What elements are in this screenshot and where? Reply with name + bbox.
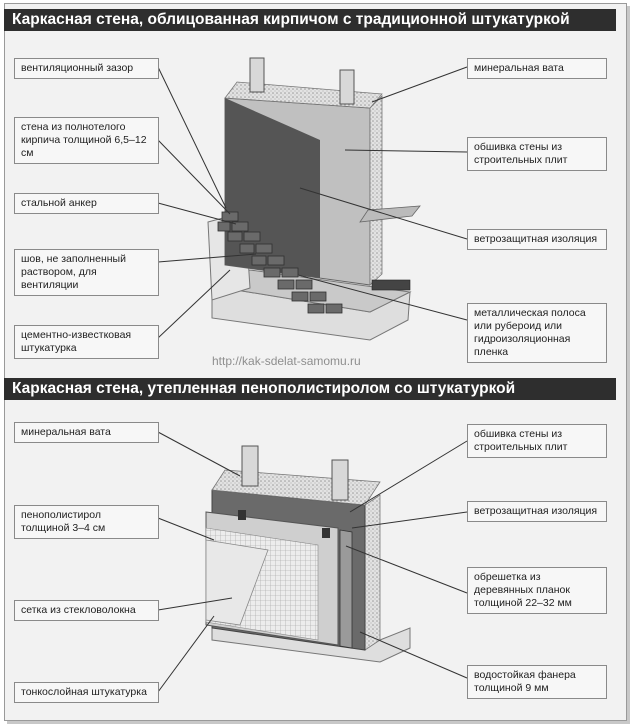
section1-title: Каркасная стена, облицованная кирпичом с… <box>4 9 616 31</box>
label-steel-anchor: стальной анкер <box>14 193 159 214</box>
leader-lines <box>157 66 468 693</box>
section2-title: Каркасная стена, утепленная пенополистир… <box>4 378 616 400</box>
stud-right <box>339 69 355 105</box>
edge-insulation <box>364 494 381 651</box>
label2-thin-plaster: тонкослойная штукатурка <box>14 682 159 703</box>
steel-strip <box>359 205 421 223</box>
section2-illustration <box>205 445 411 663</box>
label-brick-wall: стена из полнотелого кирпича толщиной 6,… <box>14 117 159 164</box>
thin-plaster-layer <box>205 539 269 626</box>
insulation-edge <box>369 95 383 286</box>
watermark-url: http://kak-sdelat-samomu.ru <box>212 354 361 368</box>
stud2-right <box>331 459 349 501</box>
label2-plywood: водостойкая фанера толщиной 9 мм <box>467 665 607 699</box>
section1-illustration <box>207 57 421 341</box>
label2-mineral-wool: минеральная вата <box>14 422 159 443</box>
label2-battens: обрешетка из деревянных планок толщиной … <box>467 567 607 614</box>
brick-steps <box>217 211 343 314</box>
label-cement-lime-plaster: цементно-известковая штукатурка <box>14 325 159 359</box>
label-ventilation-gap: вентиляционный зазор <box>14 58 159 79</box>
anchor-1 <box>238 510 246 520</box>
label-windproof: ветрозащитная изоляция <box>467 229 607 250</box>
label2-eps: пенополистирол толщиной 3–4 см <box>14 505 159 539</box>
label-sheathing: обшивка стены из строительных плит <box>467 137 607 171</box>
label-mortar-joint: шов, не заполненный раствором, для венти… <box>14 249 159 296</box>
batten <box>339 529 353 649</box>
stud-left <box>249 57 265 93</box>
label2-windproof: ветрозащитная изоляция <box>467 501 607 522</box>
label2-sheathing: обшивка стены из строительных плит <box>467 424 607 458</box>
label-mineral-wool: минеральная вата <box>467 58 607 79</box>
metal-strip <box>371 279 411 291</box>
label-metal-strip: металлическая полоса или рубероид или ги… <box>467 303 607 363</box>
anchor-2 <box>322 528 330 538</box>
label2-fiberglass-mesh: сетка из стекловолокна <box>14 600 159 621</box>
stud2-left <box>241 445 259 487</box>
